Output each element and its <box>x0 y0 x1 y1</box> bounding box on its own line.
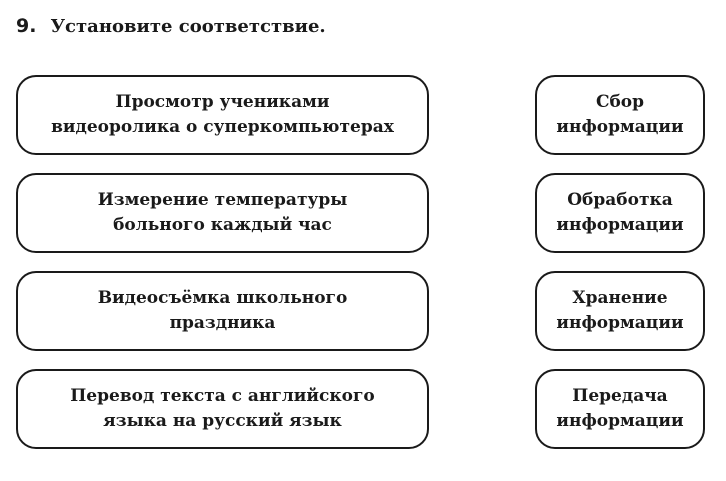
process-text-line: Сбор <box>595 92 645 112</box>
process-box-collecting[interactable]: Сбор информации <box>535 75 705 155</box>
process-text-line: информации <box>556 411 684 431</box>
process-text-line: информации <box>556 313 684 333</box>
activity-box-measuring-temperature[interactable]: Измерение температуры больного каждый ча… <box>16 173 429 253</box>
activity-text-line: больного каждый час <box>113 215 332 235</box>
activity-text-line: видеоролика о суперкомпьютерах <box>51 117 394 137</box>
activity-text-line: Измерение температуры <box>97 190 348 210</box>
task-instruction: Установите соответствие. <box>50 15 326 37</box>
activity-text-line: языка на русский язык <box>103 411 342 431</box>
process-text-line: информации <box>556 215 684 235</box>
process-text-line: Передача <box>572 386 668 406</box>
activity-box-translating-text[interactable]: Перевод текста с английского языка на ру… <box>16 369 429 449</box>
process-box-storing[interactable]: Хранение информации <box>535 271 705 351</box>
activity-box-viewing-video[interactable]: Просмотр учениками видеоролика о суперко… <box>16 75 429 155</box>
process-box-transmitting[interactable]: Передача информации <box>535 369 705 449</box>
process-text-line: Обработка <box>567 190 673 210</box>
task-header: 9. Установите соответствие. <box>16 12 326 40</box>
activity-text-line: Видеосъёмка школьного <box>97 288 348 308</box>
process-text-line: Хранение <box>572 288 668 308</box>
process-box-processing[interactable]: Обработка информации <box>535 173 705 253</box>
activity-text-line: праздника <box>169 313 276 333</box>
activity-box-video-recording[interactable]: Видеосъёмка школьного праздника <box>16 271 429 351</box>
activity-text-line: Перевод текста с английского <box>70 386 375 406</box>
process-text-line: информации <box>556 117 684 137</box>
task-number: 9. <box>16 15 37 37</box>
activity-text-line: Просмотр учениками <box>115 92 330 112</box>
